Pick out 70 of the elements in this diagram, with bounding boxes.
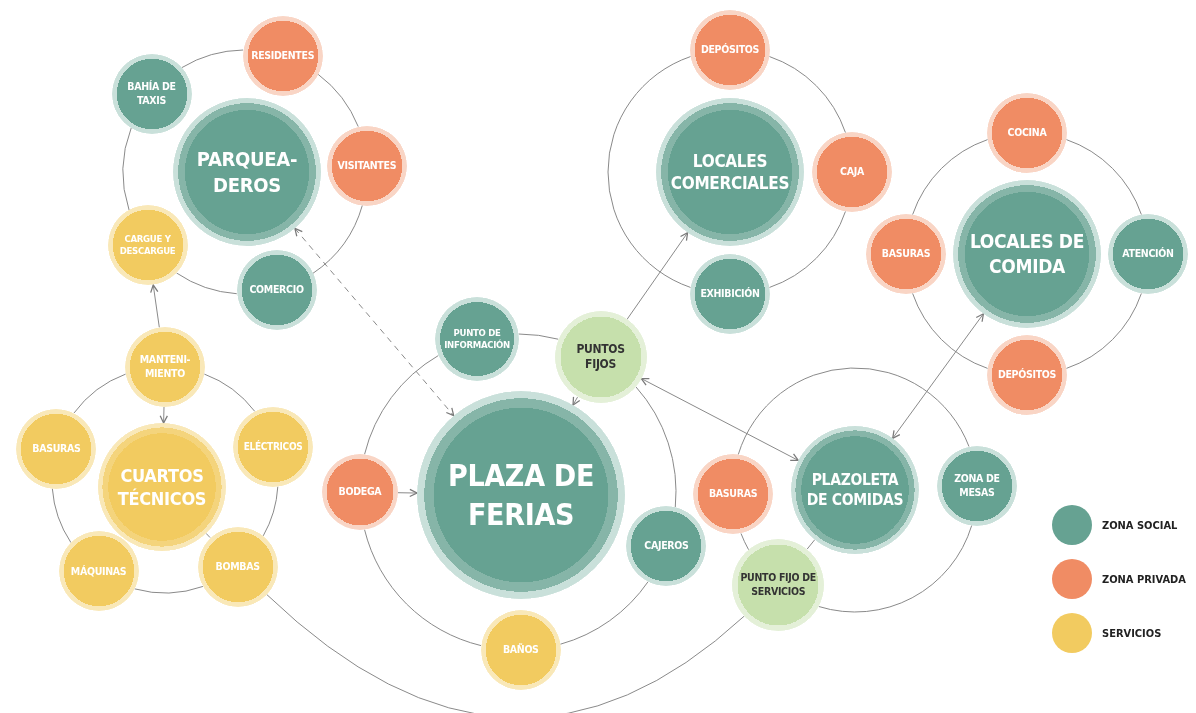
legend-label: SERVICIOS	[1102, 626, 1162, 640]
circle-label: ELÉCTRICOS	[243, 440, 303, 454]
connector-line	[181, 49, 244, 69]
connector-line	[768, 210, 846, 288]
connector-line	[768, 56, 846, 134]
connector-line	[518, 333, 559, 340]
arrow	[640, 377, 799, 462]
circle-label: RESIDENTES	[251, 49, 315, 63]
legend-label: ZONA PRIVADA	[1102, 572, 1186, 586]
arrow	[572, 396, 581, 406]
arrow	[626, 232, 689, 321]
connector-line	[262, 486, 279, 537]
circle-label: DEPÓSITOS	[997, 368, 1057, 382]
connector-line	[122, 127, 132, 211]
circle-label: BASURAS	[708, 487, 758, 502]
arrow	[150, 284, 160, 328]
circle-label: BASURAS	[32, 442, 81, 456]
connector-line	[203, 373, 256, 412]
circle-label: PARQUEA-DEROS	[195, 146, 299, 198]
connector-line	[737, 367, 970, 456]
connector-line	[806, 539, 816, 550]
circle-label: BAHÍA DE TAXIS	[126, 79, 177, 108]
connector-line	[51, 488, 72, 544]
circle-label: BODEGA	[338, 485, 382, 499]
connector-line	[912, 139, 989, 216]
connector-line	[364, 355, 439, 455]
circle-label: LOCALES DE COMIDA	[968, 229, 1086, 279]
arrow	[892, 313, 985, 439]
arrow	[397, 488, 418, 498]
circle-label: DEPÓSITOS	[700, 43, 760, 57]
connector-line	[912, 292, 989, 369]
circle-label: PLAZOLETA DE COMIDAS	[805, 469, 905, 511]
circle-label: CUARTOS TÉCNICOS	[116, 463, 208, 511]
connector-line	[317, 73, 359, 128]
connector-line	[312, 204, 363, 274]
circle-label: CAJEROS	[644, 539, 689, 553]
connector-line	[818, 524, 973, 613]
circle-label: COMERCIO	[249, 283, 304, 297]
connector-line	[176, 272, 238, 295]
circle-label: ZONA DE MESAS	[953, 472, 1001, 500]
circle-label: PUNTOS FIJOS	[575, 341, 626, 373]
connector-line	[266, 593, 745, 713]
connector-line	[364, 529, 482, 647]
connector-line	[740, 532, 750, 551]
circle-label: BAÑOS	[502, 643, 539, 657]
arrow	[159, 406, 168, 424]
arrow	[294, 227, 455, 417]
circle-label: PUNTO FIJO DE SERVICIOS	[739, 571, 817, 599]
connector-line	[73, 373, 127, 414]
connector-line	[1065, 292, 1142, 369]
circle-label: PLAZA DE FERIAS	[446, 457, 596, 534]
circle-label: COCINA	[1007, 126, 1047, 140]
connector-line	[205, 532, 211, 539]
circle-label: PUNTO DE INFORMACIÓN	[443, 327, 511, 352]
circle-label: BASURAS	[881, 247, 931, 261]
connector-line	[1065, 139, 1142, 216]
connector-line	[559, 581, 649, 645]
circle-label: CARGUE Y DESCARGUE	[118, 233, 177, 258]
connector-line	[134, 585, 204, 594]
connector-line	[607, 56, 692, 288]
circle-label: MANTENI-MIENTO	[138, 353, 192, 381]
connector-line	[635, 386, 677, 508]
circle-label: VISITANTES	[337, 158, 397, 173]
circle-label: BOMBAS	[215, 559, 260, 574]
circle-label: ATENCIÓN	[1122, 247, 1174, 261]
circle-label: EXHIBICIÓN	[700, 287, 760, 301]
circle-label: LOCALES COMERCIALES	[669, 149, 791, 195]
legend-label: ZONA SOCIAL	[1102, 518, 1178, 532]
circle-label: CAJA	[840, 165, 864, 179]
circle-label: MÁQUINAS	[70, 564, 127, 579]
